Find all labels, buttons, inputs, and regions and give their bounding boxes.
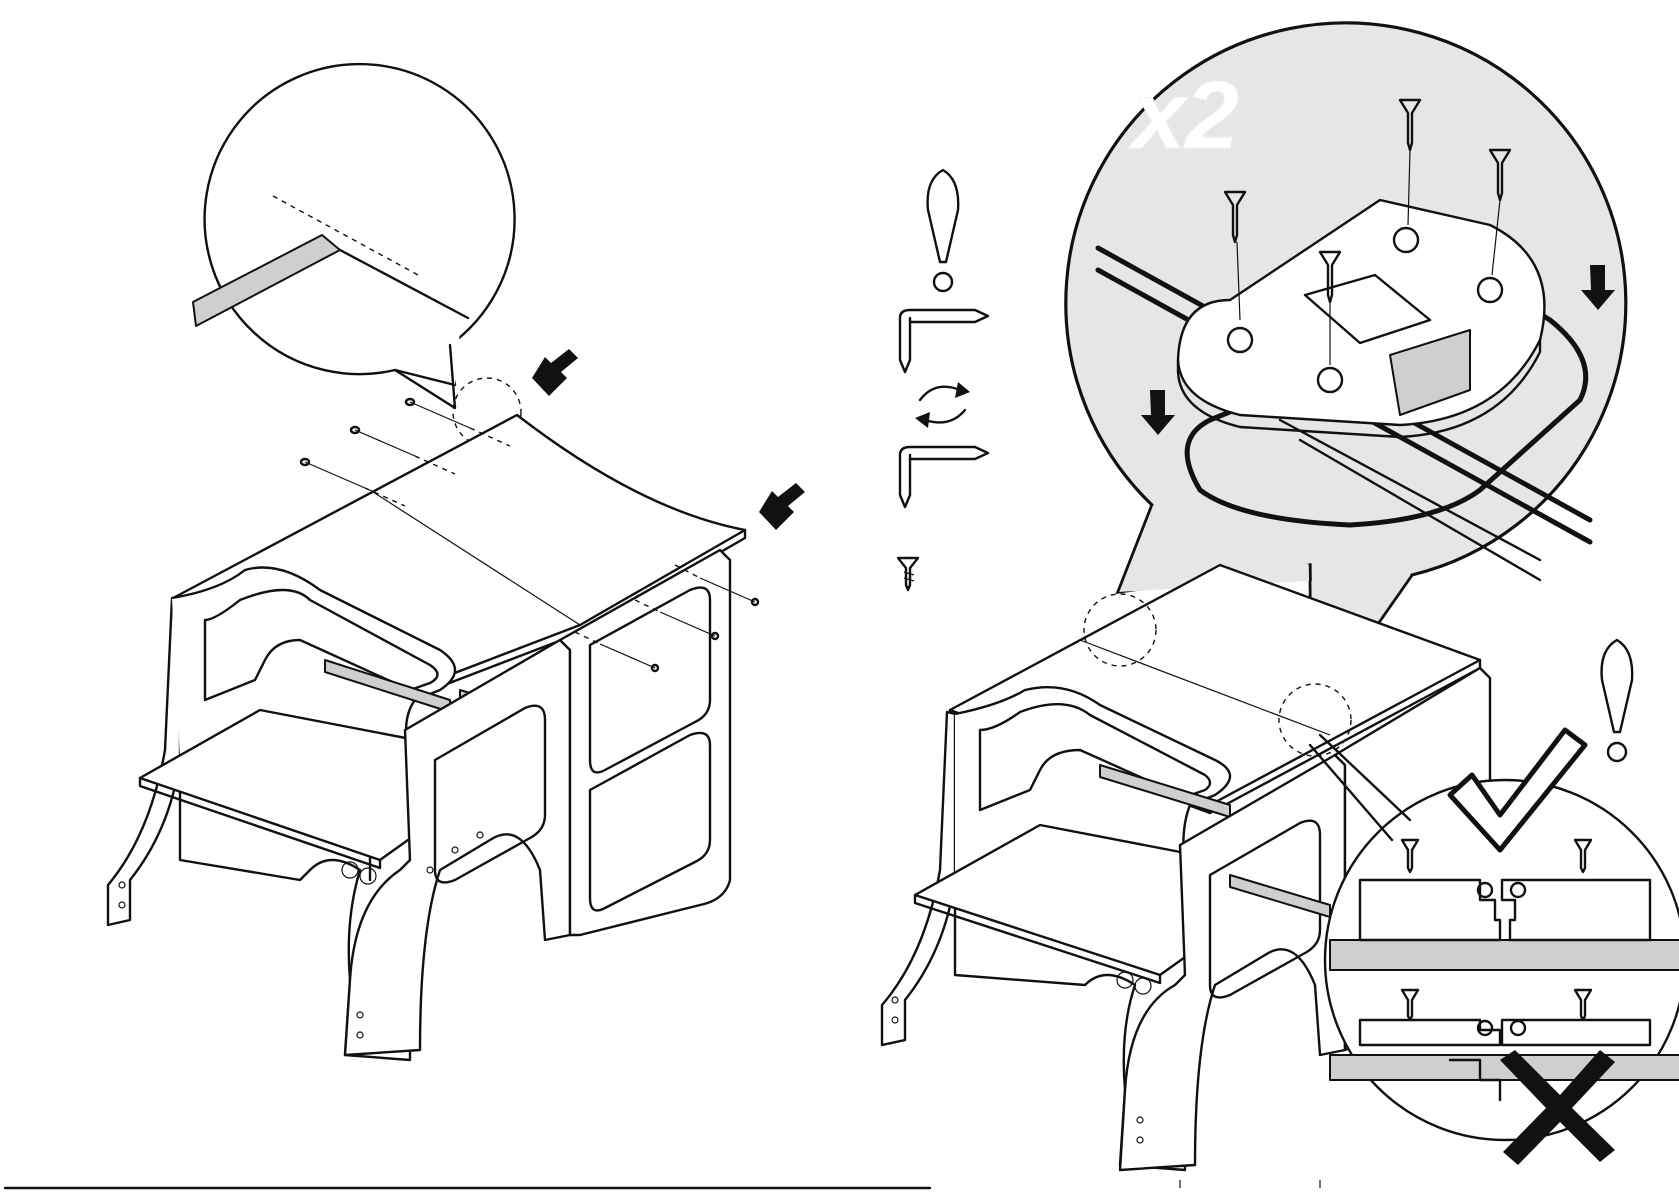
push-arrow-right bbox=[759, 483, 805, 530]
rotate-arrows-icon bbox=[915, 382, 970, 428]
edge-detail-callout bbox=[193, 64, 515, 408]
count-label: x2 bbox=[1127, 62, 1239, 169]
left-assembly-step bbox=[108, 64, 805, 1060]
warning-icon-2 bbox=[1602, 640, 1633, 761]
right-assembly-step: x2 bbox=[882, 23, 1679, 1170]
tool-column bbox=[898, 170, 988, 590]
screw-icon bbox=[898, 558, 918, 590]
page-footer bbox=[5, 1180, 1320, 1188]
screwdriver-icon bbox=[900, 310, 988, 372]
push-arrow-top bbox=[532, 349, 578, 396]
warning-icon bbox=[928, 170, 959, 291]
screwdriver-icon-2 bbox=[900, 447, 988, 507]
